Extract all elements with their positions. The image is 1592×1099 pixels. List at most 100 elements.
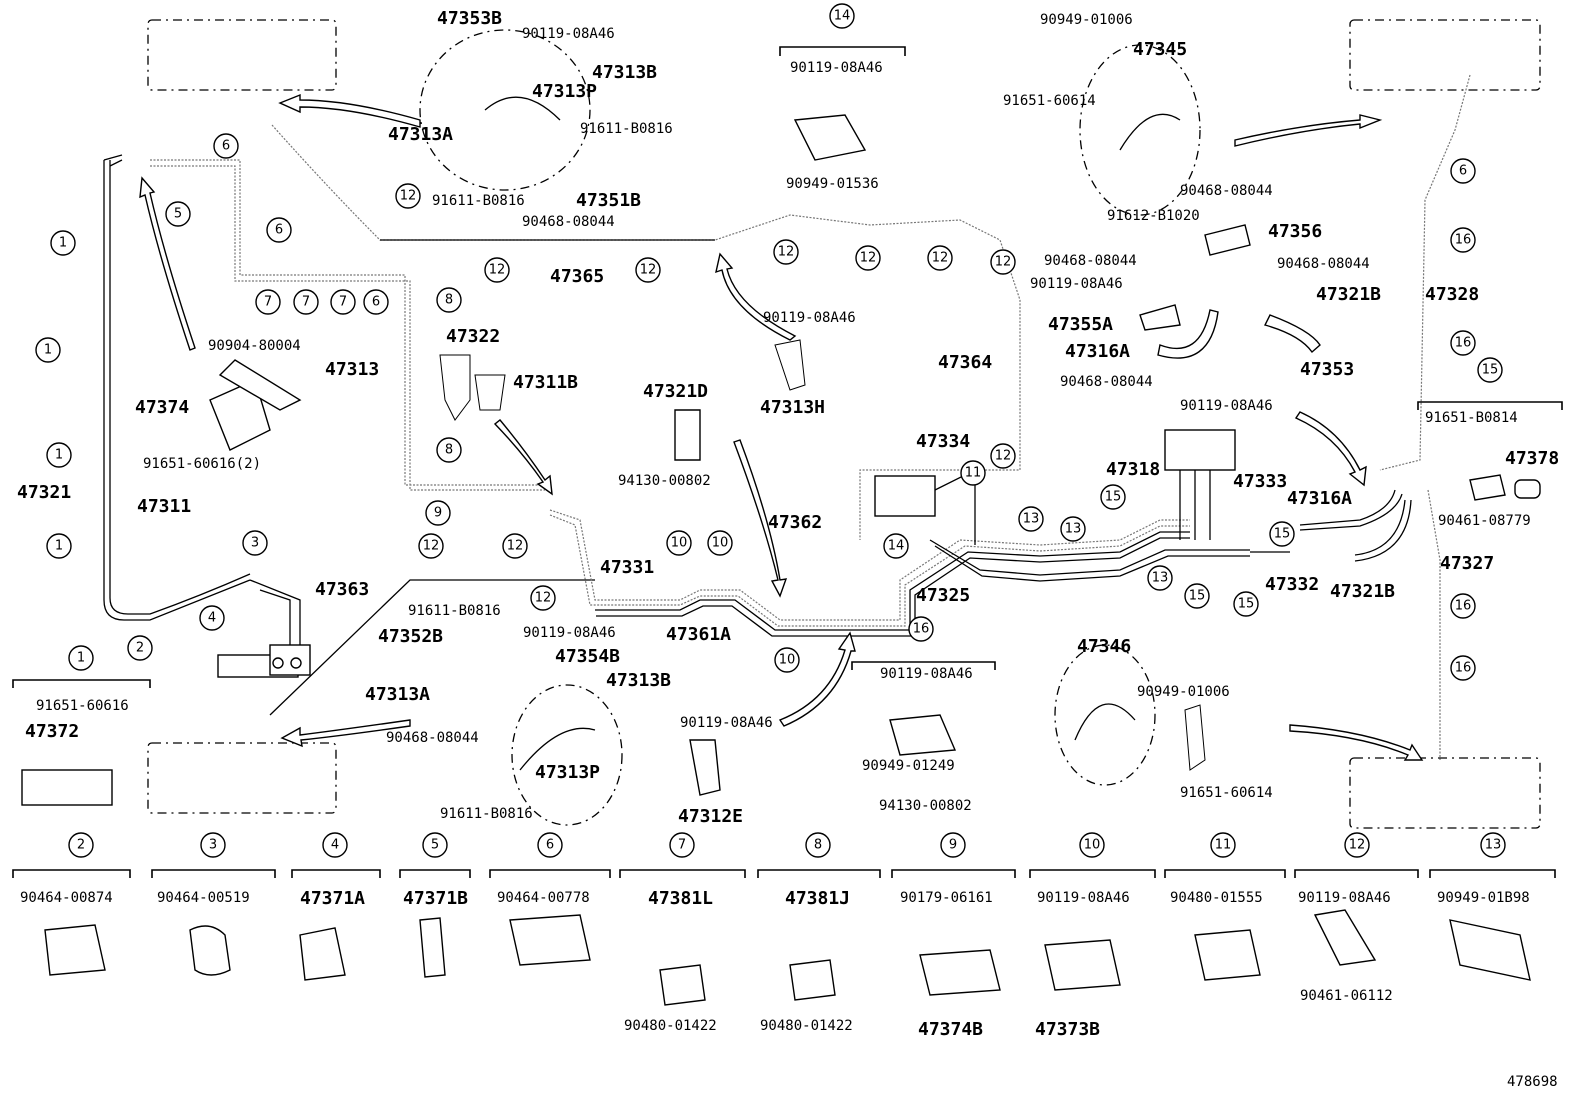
label-90119-08A46: 90119-08A46	[790, 60, 883, 76]
legend-callout-4: 4	[331, 838, 339, 853]
label-91651-60614: 91651-60614	[1003, 93, 1096, 109]
callout-circle-1	[35, 337, 61, 363]
callout-circle-7	[255, 289, 281, 315]
legend-3-part: 90464-00519	[157, 890, 250, 906]
legend-2-part: 90464-00874	[20, 890, 113, 906]
callout-circle-8	[436, 287, 462, 313]
label-90468-08044: 90468-08044	[1180, 183, 1273, 199]
label-47356: 47356	[1268, 221, 1322, 242]
label-91611-B0816: 91611-B0816	[432, 193, 525, 209]
callout-circle-6	[363, 289, 389, 315]
callout-circle-16	[908, 616, 934, 642]
label-47313H: 47313H	[760, 397, 825, 418]
callout-circle-6	[1450, 158, 1476, 184]
label-47318: 47318	[1106, 459, 1160, 480]
label-47313A: 47313A	[388, 124, 453, 145]
label-91611-B0816: 91611-B0816	[580, 121, 673, 137]
label-47313P: 47313P	[535, 762, 600, 783]
callout-circle-1	[50, 230, 76, 256]
callout-circle-13	[1060, 516, 1086, 542]
callout-number-6: 6	[372, 295, 380, 310]
callout-circle-16	[1450, 593, 1476, 619]
label-47332: 47332	[1265, 574, 1319, 595]
label-47353: 47353	[1300, 359, 1354, 380]
legend-callout-9: 9	[949, 838, 957, 853]
label-47316A: 47316A	[1065, 341, 1130, 362]
callout-circle-12	[855, 245, 881, 271]
callout-circle-16	[1450, 227, 1476, 253]
callout-number-16: 16	[913, 622, 930, 637]
label-47322: 47322	[446, 326, 500, 347]
legend-callouts: 1 2 3 4 5 6 7 8 9 10 11 12 13	[68, 645, 1506, 858]
callout-number-12: 12	[507, 539, 524, 554]
label-90461-08779: 90461-08779	[1438, 513, 1531, 529]
label-91651-60614: 91651-60614	[1180, 785, 1273, 801]
legend-8-part-2: 90480-01422	[760, 1018, 853, 1034]
legend-callout-12: 12	[1349, 838, 1366, 853]
callout-number-12: 12	[400, 189, 417, 204]
callout-number-13: 13	[1152, 571, 1169, 586]
legend-area	[12, 46, 1563, 1006]
callout-circle-16	[1450, 655, 1476, 681]
label-90468-08044: 90468-08044	[386, 730, 479, 746]
callout-number-10: 10	[671, 536, 688, 551]
legend-4-part: 47371A	[300, 888, 365, 909]
label-47364: 47364	[938, 352, 992, 373]
legend-callout-11: 11	[1215, 838, 1232, 853]
label-90904-80004: 90904-80004	[208, 338, 301, 354]
callout-number-16: 16	[1455, 661, 1472, 676]
label-47312E: 47312E	[678, 806, 743, 827]
callout-number-1: 1	[55, 448, 63, 463]
legend-10-part-2: 47373B	[1035, 1019, 1100, 1040]
components	[21, 96, 1541, 806]
callout-circle-12	[484, 257, 510, 283]
callout-number-12: 12	[932, 251, 949, 266]
callout-number-12: 12	[423, 539, 440, 554]
callout-number-15: 15	[1482, 363, 1499, 378]
callout-number-12: 12	[535, 591, 552, 606]
label-47353B: 47353B	[437, 8, 502, 29]
legend-callout-2: 2	[77, 838, 85, 853]
callout-circle-4	[199, 605, 225, 631]
label-47378: 47378	[1505, 448, 1559, 469]
callout-number-1: 1	[55, 539, 63, 554]
label-91651-B0814: 91651-B0814	[1425, 410, 1518, 426]
callout-number-12: 12	[640, 263, 657, 278]
label-47333: 47333	[1233, 471, 1287, 492]
label-47313P: 47313P	[532, 81, 597, 102]
label-47311: 47311	[137, 496, 191, 517]
callout-number-6: 6	[222, 139, 230, 154]
callout-number-15: 15	[1238, 597, 1255, 612]
callout-number-12: 12	[778, 245, 795, 260]
label-90119-08A46: 90119-08A46	[880, 666, 973, 682]
label-47316A: 47316A	[1287, 488, 1352, 509]
callout-circle-12	[990, 443, 1016, 469]
callout-number-14: 14	[888, 539, 905, 554]
callout-circle-12	[927, 245, 953, 271]
callout-circle-6	[213, 133, 239, 159]
label-90119-08A46: 90119-08A46	[763, 310, 856, 326]
legend-callout-7: 7	[678, 838, 686, 853]
legend-12-part-2: 90461-06112	[1300, 988, 1393, 1004]
callout-circle-15	[1100, 484, 1126, 510]
label-90949-01006: 90949-01006	[1040, 12, 1133, 28]
label-90949-01006: 90949-01006	[1137, 684, 1230, 700]
legend-9-part: 90179-06161	[900, 890, 993, 906]
label-47363: 47363	[315, 579, 369, 600]
label-94130-00802: 94130-00802	[879, 798, 972, 814]
label-47362: 47362	[768, 512, 822, 533]
legend-labels: 90464-00874 90464-00519 47371A 47371B 90…	[20, 888, 1530, 1040]
callout-number-8: 8	[445, 293, 453, 308]
label-47311B: 47311B	[513, 372, 578, 393]
callout-circle-9	[425, 500, 451, 526]
label-91651-60616-2: 91651-60616(2)	[143, 456, 261, 472]
callout-circle-10	[774, 647, 800, 673]
callout-circle-12	[530, 585, 556, 611]
callout-circle-12	[990, 249, 1016, 275]
callout-number-7: 7	[264, 295, 272, 310]
callout-number-13: 13	[1065, 522, 1082, 537]
callout-circle-1	[46, 533, 72, 559]
legend-callout-3: 3	[209, 838, 217, 853]
label-90468-08044: 90468-08044	[1060, 374, 1153, 390]
